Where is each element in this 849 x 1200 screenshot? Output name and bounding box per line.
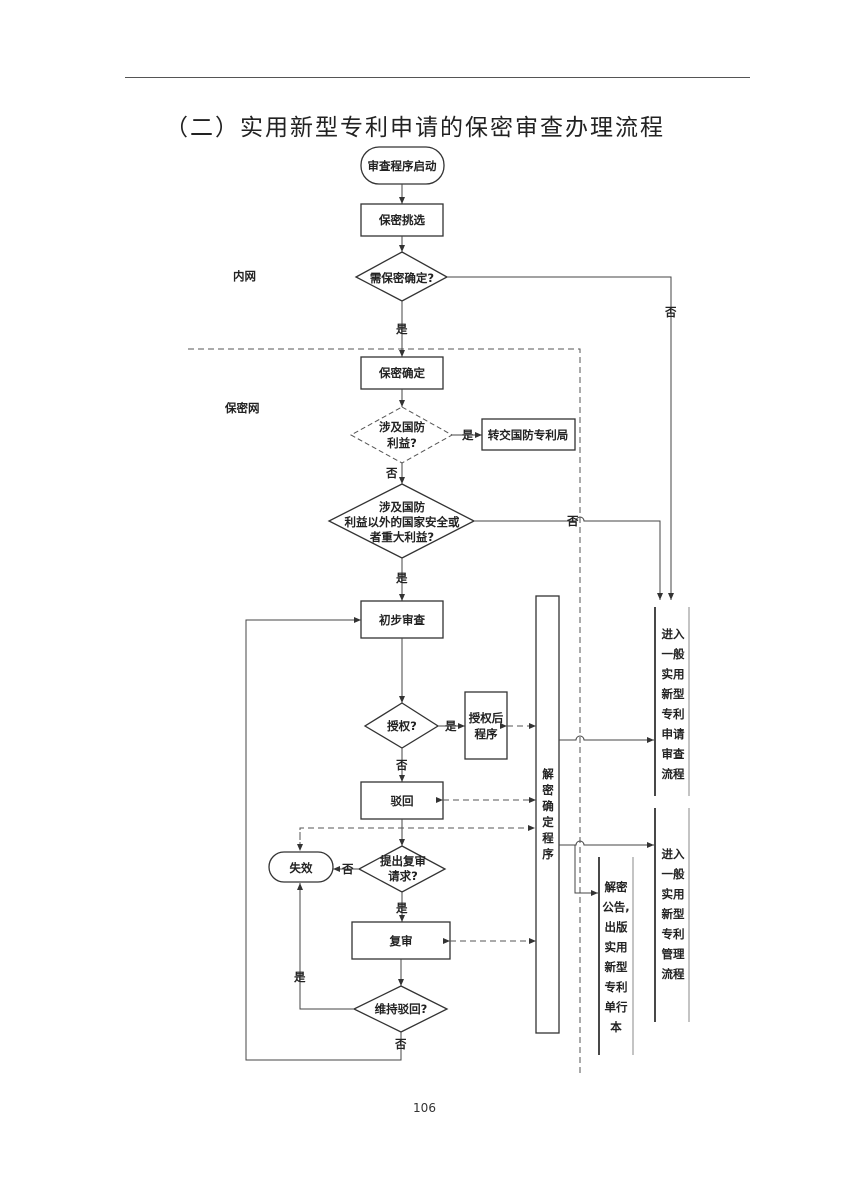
announce-label-line: 新型 [605, 960, 628, 974]
grant-label: 授权? [387, 719, 417, 733]
security-label-3: 者重大利益? [369, 530, 434, 544]
edge-label-no: 否 [664, 305, 677, 319]
edge-label-yes: 是 [461, 428, 474, 442]
general-exam-label-line: 进入 [662, 627, 685, 641]
page-title: （二）实用新型专利申请的保密审查办理流程 [165, 115, 665, 141]
screening-label: 保密挑选 [378, 213, 425, 227]
general-mgmt-label-line: 一般 [662, 867, 685, 881]
edge-label-no: 否 [341, 862, 354, 876]
announce-label-line: 出版 [605, 920, 628, 934]
declassify-label-char: 确 [542, 799, 554, 813]
general-exam-label-line: 申请 [662, 727, 685, 741]
declassify-label-char: 程 [542, 831, 554, 845]
review-q-label-1: 提出复审 [380, 854, 426, 868]
declassify-label-char: 定 [542, 815, 554, 829]
edge-need-confirm-no [447, 276, 674, 600]
post-grant-label-2: 程序 [475, 727, 498, 741]
defense-label-2: 利益? [386, 436, 417, 450]
defense-decision: 涉及国防 利益? [349, 406, 454, 464]
post-grant-node: 授权后 程序 [464, 691, 508, 760]
general-exam-label-line: 流程 [662, 767, 685, 781]
confirm-node: 保密确定 [360, 356, 444, 390]
screening-node: 保密挑选 [360, 203, 444, 237]
review-node: 复审 [351, 921, 451, 960]
general-mgmt-label-line: 进入 [662, 847, 685, 861]
announce-label-line: 实用 [605, 940, 628, 954]
header-rule [125, 77, 750, 78]
edge-declassify-general-exam [559, 735, 654, 743]
edge-maintain-yes [297, 883, 354, 1010]
invalid-node: 失效 [268, 851, 334, 883]
announce-label-line: 单行 [605, 1000, 628, 1014]
edge-label-no: 否 [395, 758, 408, 772]
confirm-label: 保密确定 [378, 366, 425, 380]
transfer-defense-label: 转交国防专利局 [488, 428, 569, 442]
transfer-defense-node: 转交国防专利局 [481, 418, 576, 451]
general-exam-label-line: 实用 [662, 667, 685, 681]
start-label: 审查程序启动 [368, 159, 437, 173]
grant-decision: 授权? [363, 702, 440, 749]
maintain-decision: 维持驳回? [352, 985, 449, 1033]
edge-label-yes: 是 [444, 719, 457, 733]
general-mgmt-label-line: 管理 [662, 947, 685, 961]
page-number: 106 [413, 1101, 436, 1115]
reject-label: 驳回 [391, 794, 414, 808]
declassify-label-char: 序 [542, 847, 554, 861]
review-label: 复审 [389, 934, 413, 948]
prelim-exam-node: 初步审查 [360, 600, 444, 639]
defense-label-1: 涉及国防 [379, 420, 425, 434]
general-mgmt-label-line: 新型 [662, 907, 685, 921]
edge-declassify-announce [574, 845, 598, 896]
security-label-2: 利益以外的国家安全或 [344, 515, 460, 529]
edge-maintain-no-loop [245, 617, 402, 1061]
need-confirm-decision: 需保密确定? [354, 251, 449, 302]
declassify-label-char: 解 [542, 767, 554, 781]
announce-label-line: 解密 [605, 880, 628, 894]
general-mgmt-label-line: 实用 [662, 887, 685, 901]
security-label-1: 涉及国防 [379, 500, 425, 514]
edge-security-no [474, 516, 663, 600]
secure-network-boundary [188, 348, 581, 1075]
general-mgmt-label-line: 流程 [662, 967, 685, 981]
general-mgmt-label-line: 专利 [662, 927, 685, 941]
edge-label-no: 否 [394, 1037, 407, 1051]
edge-label-yes: 是 [395, 322, 408, 336]
general-exam-label-line: 审查 [662, 747, 685, 761]
edge-declassify-general-mgmt [559, 840, 654, 848]
maintain-label: 维持驳回? [375, 1002, 428, 1016]
declassify-label-char: 密 [541, 783, 554, 797]
review-q-label-2: 请求? [388, 869, 418, 883]
general-exam-label-line: 新型 [662, 687, 685, 701]
general-exam-label-line: 一般 [662, 647, 685, 661]
edge-label-no: 否 [566, 514, 579, 528]
announce-label-line: 专利 [605, 980, 628, 994]
general-exam-label-line: 专利 [662, 707, 685, 721]
edge-label-no: 否 [385, 466, 398, 480]
start-node: 审查程序启动 [360, 146, 445, 185]
edge-label-yes: 是 [293, 970, 306, 984]
edge-dashed-declassify-invalid [299, 825, 535, 850]
invalid-label: 失效 [290, 861, 313, 875]
edge-label-yes: 是 [395, 901, 408, 915]
announce-label-line: 本 [610, 1020, 622, 1034]
zone-label-secure-network: 保密网 [224, 401, 260, 415]
zone-label-intranet: 内网 [233, 269, 256, 283]
review-request-decision: 提出复审 请求? [357, 845, 447, 893]
need-confirm-label: 需保密确定? [370, 271, 434, 285]
edge-label-yes: 是 [395, 571, 408, 585]
reject-node: 驳回 [360, 781, 444, 820]
prelim-exam-label: 初步审查 [379, 613, 425, 627]
security-decision: 涉及国防 利益以外的国家安全或 者重大利益? [327, 483, 476, 559]
announce-label-line: 公告, [602, 900, 629, 914]
post-grant-label-1: 授权后 [469, 711, 504, 725]
